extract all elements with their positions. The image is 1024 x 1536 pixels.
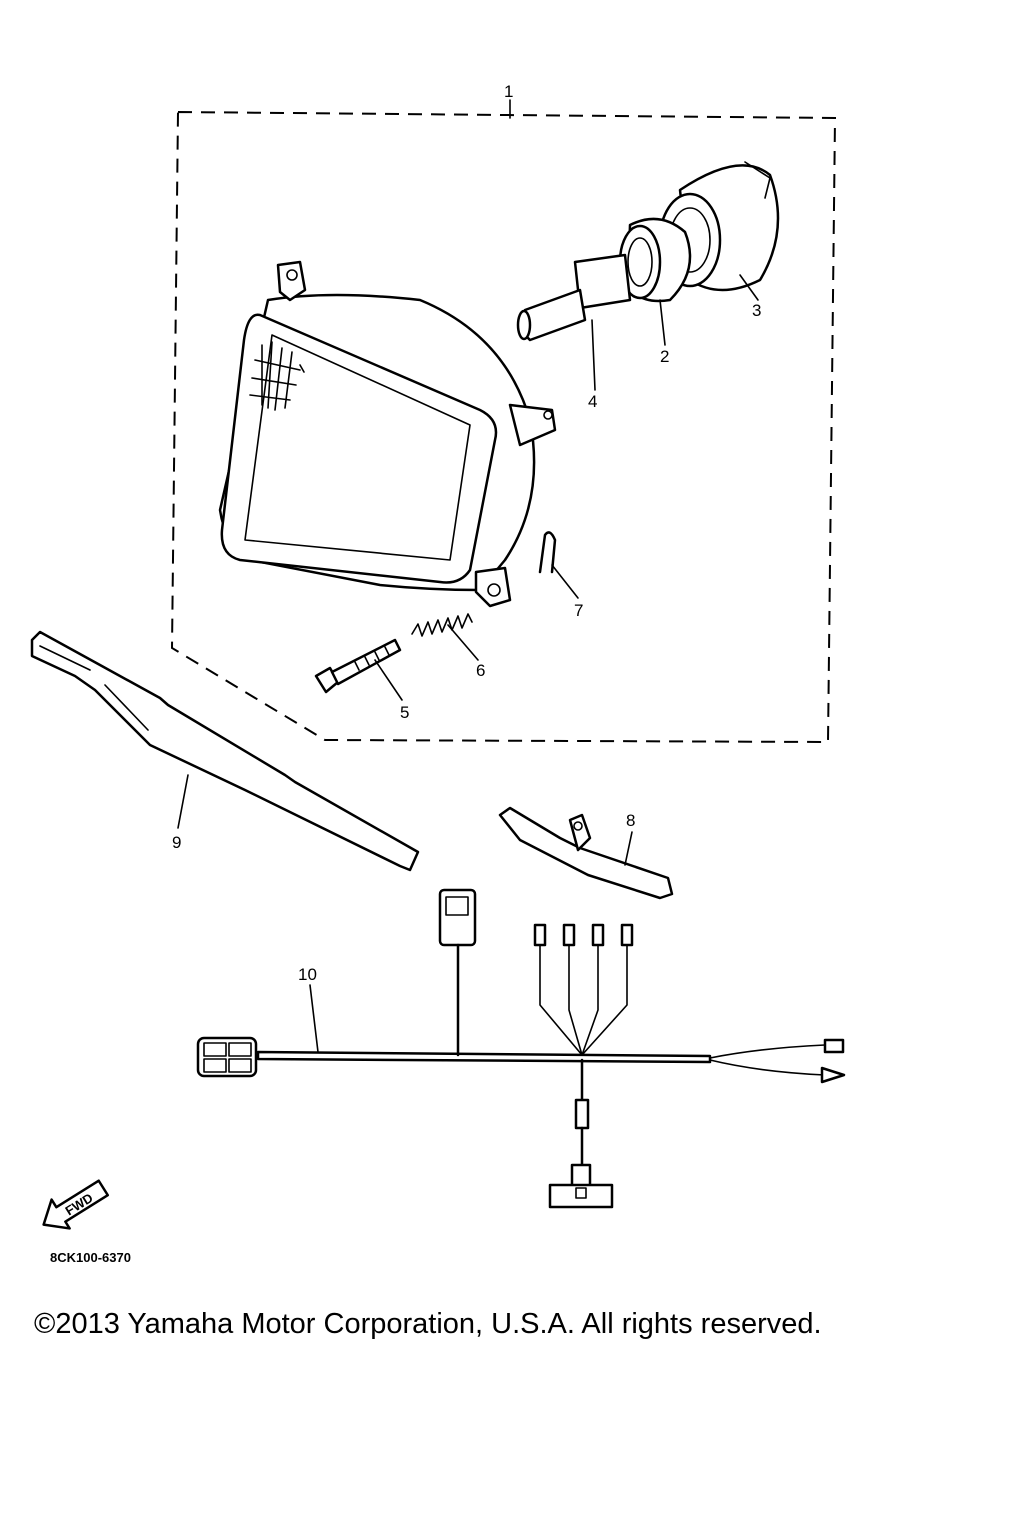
callout-9: 9 [172,833,181,852]
adjusting-bolt [314,638,402,694]
headlight-bracket [498,806,674,900]
callout-8: 8 [626,811,635,830]
wire-harness [196,888,846,1209]
callout-5: 5 [400,703,409,722]
parts-diagram: FWD 1 2 3 4 5 6 7 8 9 10 8CK100-6370 [30,82,846,1265]
drawing-code: 8CK100-6370 [50,1250,131,1265]
headlight-stay-bar [30,630,420,872]
callout-3: 3 [752,301,761,320]
callout-1: 1 [504,82,513,101]
copyright-notice: ©2013 Yamaha Motor Corporation, U.S.A. A… [34,1308,822,1340]
callout-10: 10 [298,965,317,984]
headlight-housing [218,260,557,608]
leader-lines [177,99,759,1053]
forward-arrow-icon: FWD [42,1179,110,1230]
assembly-boundary [170,110,837,744]
callout-2: 2 [660,347,669,366]
bulb-socket [618,217,692,303]
callout-6: 6 [476,661,485,680]
callout-7: 7 [574,601,583,620]
headlight-bulb [516,253,632,342]
callout-4: 4 [588,392,597,411]
adjusting-spring [411,613,473,637]
retaining-clip [538,531,557,574]
